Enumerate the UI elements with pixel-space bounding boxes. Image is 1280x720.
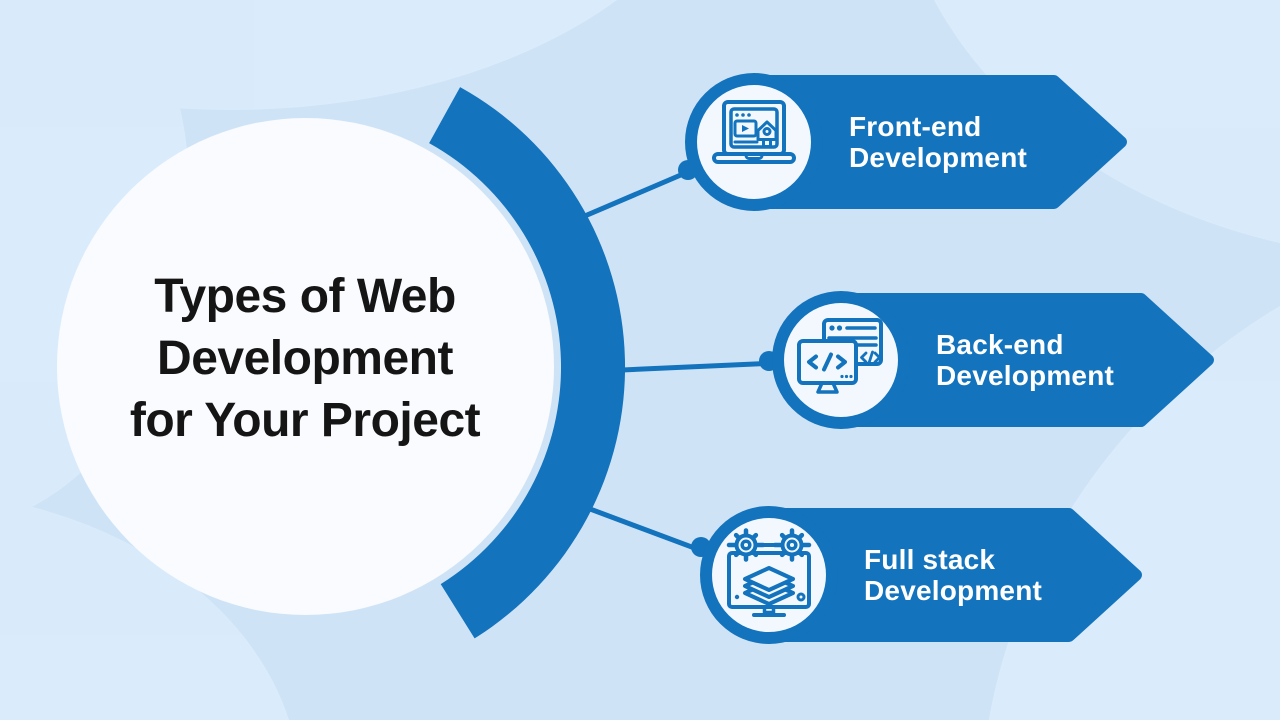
- layers-stack: [743, 566, 795, 606]
- frontend-browser-design-icon: [712, 100, 796, 164]
- banner-label-line-2: Development: [936, 360, 1115, 391]
- pen-tool-icon: [756, 120, 778, 148]
- monitor-stand: [762, 605, 776, 615]
- page-title-line-2: Development: [157, 332, 453, 385]
- background-blob: [0, 0, 617, 110]
- code-badge: [860, 350, 881, 365]
- banner-label-back-end: Back-end Development: [936, 329, 1114, 391]
- banner-full-stack: Full stack Development: [684, 500, 1149, 650]
- background-blob: [0, 499, 289, 720]
- banner-label-line-1: Back-end: [936, 329, 1064, 360]
- center-circle: [57, 118, 554, 615]
- fullstack-gears-layers-icon: [726, 528, 812, 617]
- monitor-dots: [840, 374, 853, 379]
- page-title-line-1: Types of Web: [154, 270, 456, 323]
- banner-label-front-end: Front-end Development: [849, 111, 1027, 173]
- gear-left-icon: [726, 528, 766, 562]
- backend-code-windows-icon: [797, 318, 883, 394]
- monitor-stand: [816, 381, 839, 394]
- browser-header-dots: [735, 113, 751, 117]
- window-header-dots: [829, 325, 843, 331]
- banner-label-line-2: Development: [849, 142, 1028, 173]
- banner-back-end-shape: [759, 291, 1214, 429]
- page-title-line-3: for Your Project: [129, 394, 481, 447]
- banner-label-line-1: Front-end: [849, 111, 982, 142]
- gear-right-icon: [772, 528, 812, 562]
- monitor-dot-left: [734, 594, 740, 600]
- banner-front-end-shape: [678, 73, 1127, 211]
- play-icon: [742, 125, 749, 132]
- banner-front-end: Front-end Development: [669, 67, 1134, 217]
- banner-back-end: Back-end Development: [756, 285, 1221, 435]
- code-brackets: [807, 352, 847, 372]
- banner-full-stack-shape: [691, 506, 1142, 644]
- banner-label-line-2: Development: [864, 575, 1043, 606]
- page-title: Types of Web Development for Your Projec…: [55, 266, 555, 452]
- banner-label-full-stack: Full stack Development: [864, 544, 1042, 606]
- center-arc: [429, 87, 626, 639]
- monitor-dot-right: [796, 592, 806, 602]
- banner-label-line-1: Full stack: [864, 544, 996, 575]
